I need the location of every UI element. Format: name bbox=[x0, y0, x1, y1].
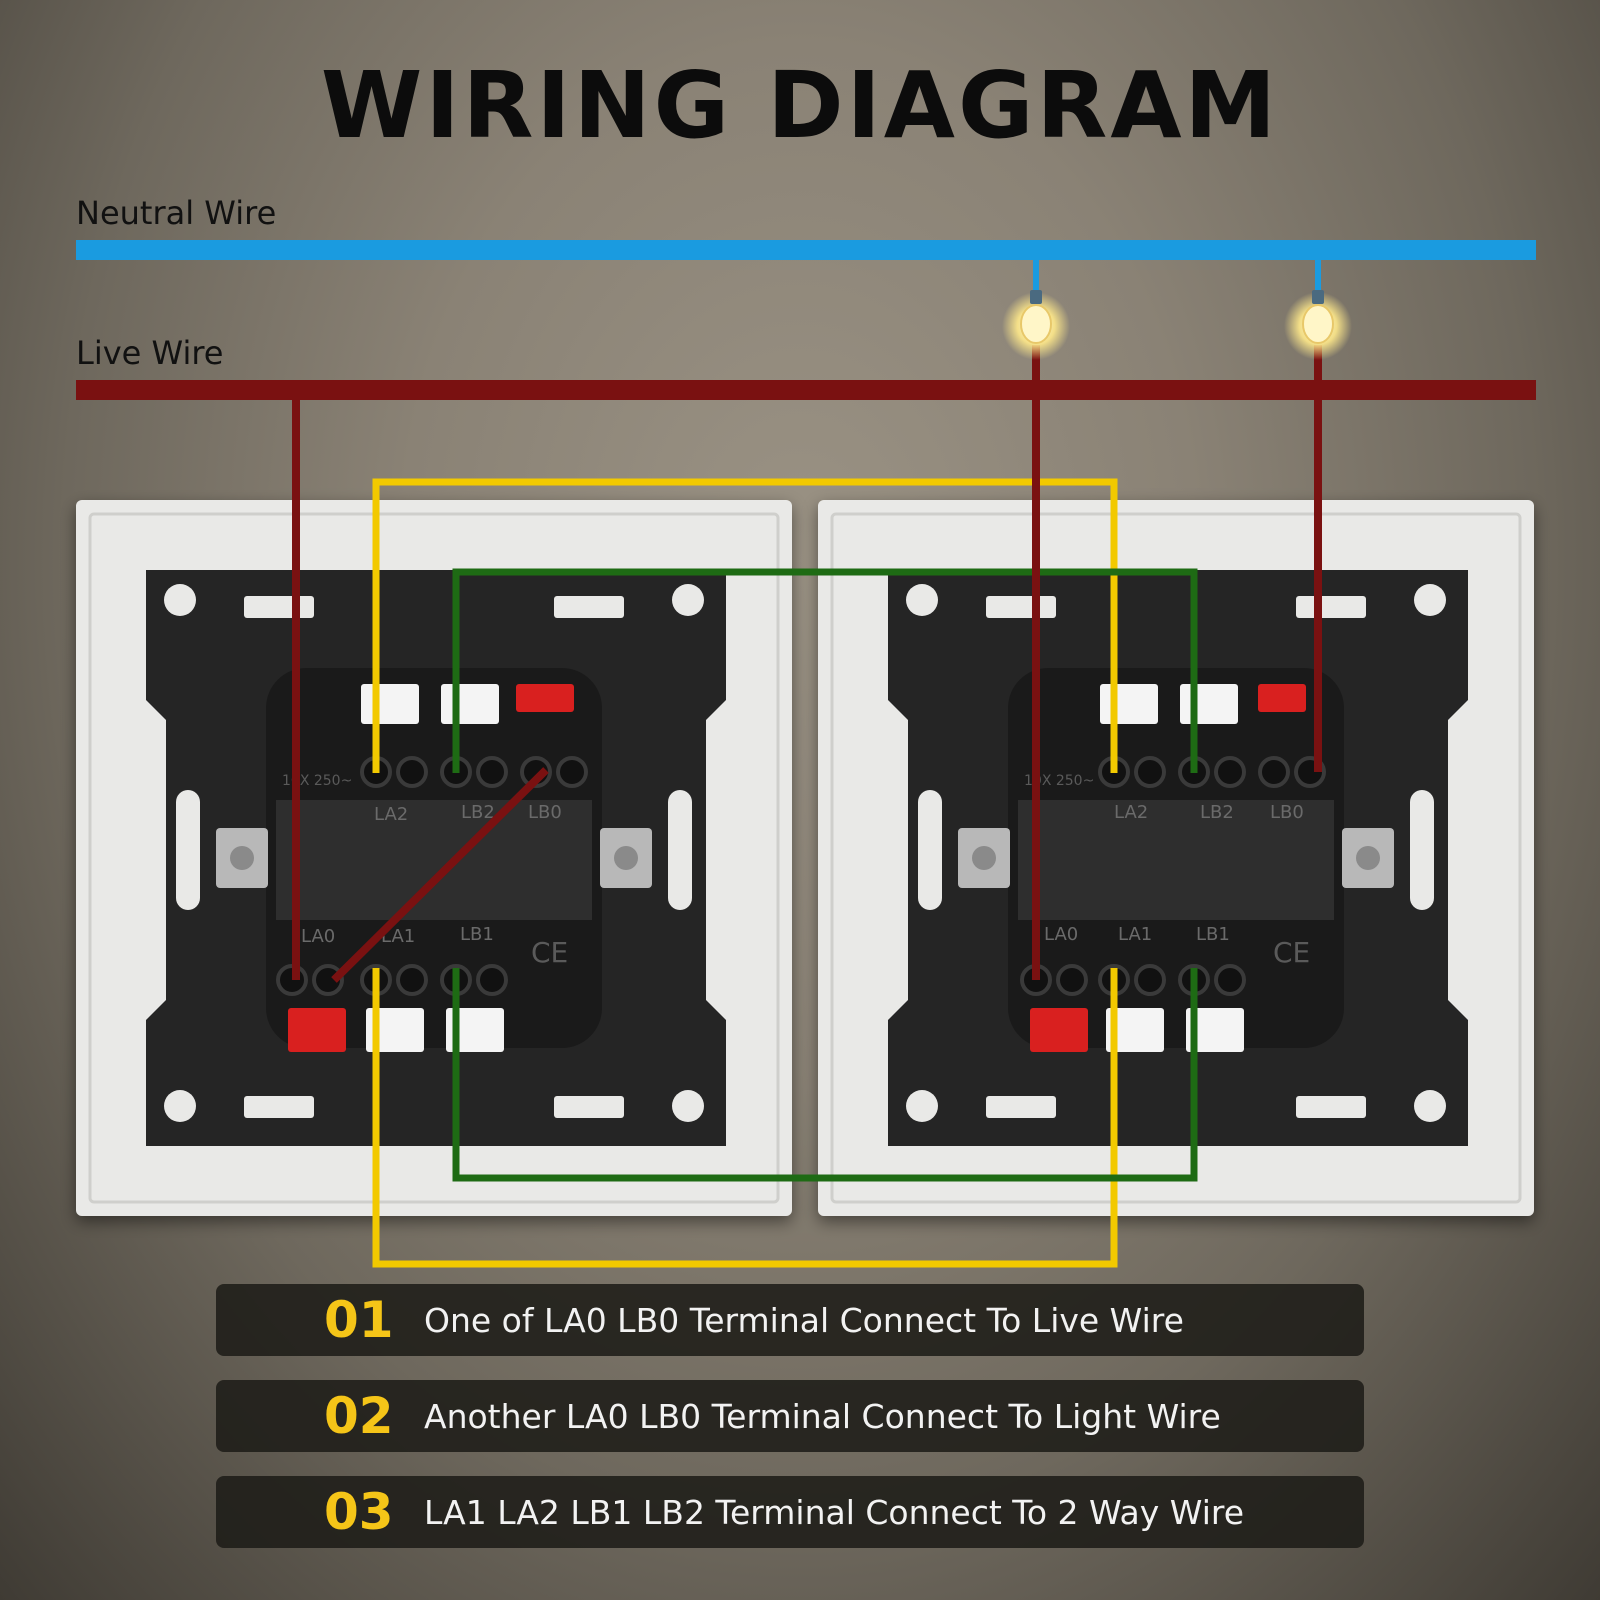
step-03: 03 LA1 LA2 LB1 LB2 Terminal Connect To 2… bbox=[216, 1476, 1364, 1548]
ce-mark: CE bbox=[531, 936, 568, 969]
neutral-wire-label: Neutral Wire bbox=[76, 194, 277, 232]
terminal-label-la2-right: LA2 bbox=[1114, 802, 1148, 823]
step-number: 02 bbox=[324, 1387, 394, 1445]
terminal-label-lb0-right: LB0 bbox=[1270, 802, 1304, 823]
terminal-label-la1-right: LA1 bbox=[1118, 924, 1152, 945]
light-bulb-icon bbox=[1002, 290, 1070, 360]
step-number: 03 bbox=[324, 1483, 394, 1541]
terminal-label-la2: LA2 bbox=[374, 804, 408, 825]
live-wire-label: Live Wire bbox=[76, 334, 224, 372]
switch-plate-right: LA2 LB2 LB0 LA0 LA1 LB1 CE 10X 250~ bbox=[818, 500, 1534, 1216]
step-number: 01 bbox=[324, 1291, 394, 1349]
step-text: LA1 LA2 LB1 LB2 Terminal Connect To 2 Wa… bbox=[424, 1492, 1245, 1532]
terminal-label-la0-right: LA0 bbox=[1044, 924, 1078, 945]
terminal-label-la0: LA0 bbox=[301, 926, 335, 947]
neutral-wire bbox=[76, 240, 1536, 260]
two-way-wire-yellow bbox=[372, 478, 1118, 773]
terminal-label-lb2-right: LB2 bbox=[1200, 802, 1234, 823]
switch-plate-left: LA2 LB2 LB0 LA0 LA1 LB1 CE 10X 250~ bbox=[76, 500, 792, 1216]
terminal-label-lb2: LB2 bbox=[461, 802, 495, 823]
instruction-steps: 01 One of LA0 LB0 Terminal Connect To Li… bbox=[216, 1284, 1364, 1572]
terminal-label-lb1-right: LB1 bbox=[1196, 924, 1230, 945]
jumper-wire-left bbox=[331, 767, 549, 983]
terminal-label-la1: LA1 bbox=[381, 926, 415, 947]
rating-mark-right: 10X 250~ bbox=[1024, 773, 1094, 789]
step-text: One of LA0 LB0 Terminal Connect To Live … bbox=[424, 1300, 1184, 1340]
light-bulb-icon bbox=[1284, 290, 1352, 360]
live-wire bbox=[76, 380, 1536, 400]
step-02: 02 Another LA0 LB0 Terminal Connect To L… bbox=[216, 1380, 1364, 1452]
page-title: WIRING DIAGRAM bbox=[320, 52, 1280, 159]
two-way-wire-green bbox=[452, 568, 1198, 773]
terminal-label-lb0: LB0 bbox=[528, 802, 562, 823]
ce-mark-right: CE bbox=[1273, 936, 1310, 969]
two-way-wire-green-bottom bbox=[452, 968, 1198, 1182]
two-way-wire-yellow-bottom bbox=[372, 968, 1118, 1268]
terminal-label-lb1: LB1 bbox=[460, 924, 494, 945]
step-text: Another LA0 LB0 Terminal Connect To Ligh… bbox=[424, 1396, 1221, 1436]
step-01: 01 One of LA0 LB0 Terminal Connect To Li… bbox=[216, 1284, 1364, 1356]
